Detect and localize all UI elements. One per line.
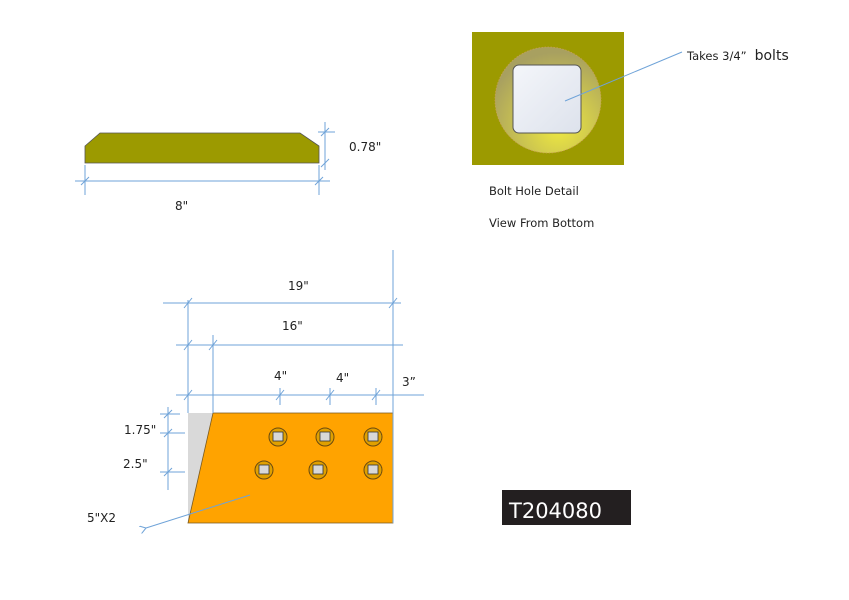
part-number-box: T204080 xyxy=(502,490,631,525)
cutting-edge-plate xyxy=(187,412,394,524)
edge-profile xyxy=(84,132,320,164)
side-view: 8" 0.78" xyxy=(75,122,381,213)
detail-title: Bolt Hole Detail xyxy=(489,184,579,198)
bolt-hole xyxy=(363,460,383,480)
bolt-hole-detail: Takes 3/4”bolts Bolt Hole Detail View Fr… xyxy=(472,32,789,230)
thickness-dimension: 0.78" xyxy=(349,140,381,154)
bolt-hole xyxy=(308,460,328,480)
square-bolt-hole xyxy=(512,64,582,134)
chamfer-dimension: 5"X2 xyxy=(87,511,116,525)
end-offset-dimension: 3” xyxy=(402,375,416,389)
hole-spacing-dimension: 4" xyxy=(274,369,287,383)
hole-spacing-dimension: 4" xyxy=(336,371,349,385)
bolt-hole xyxy=(254,460,274,480)
bolt-hole xyxy=(268,427,288,447)
plan-view: 19" 16" 4" 4" 3” 1.75" 2.5" 5"X2 xyxy=(87,250,424,528)
overall-length-dimension: 19" xyxy=(288,279,309,293)
bolt-hole xyxy=(363,427,383,447)
detail-subtitle: View From Bottom xyxy=(489,216,594,230)
inner-length-dimension: 16" xyxy=(282,319,303,333)
part-number: T204080 xyxy=(508,499,602,523)
bolt-holes xyxy=(254,427,383,480)
bolt-hole xyxy=(315,427,335,447)
bolt-size-callout: Takes 3/4”bolts xyxy=(686,48,789,64)
width-dimension: 8" xyxy=(175,199,188,213)
row-offset-dimension: 2.5" xyxy=(123,457,148,471)
row-offset-dimension: 1.75" xyxy=(124,423,156,437)
